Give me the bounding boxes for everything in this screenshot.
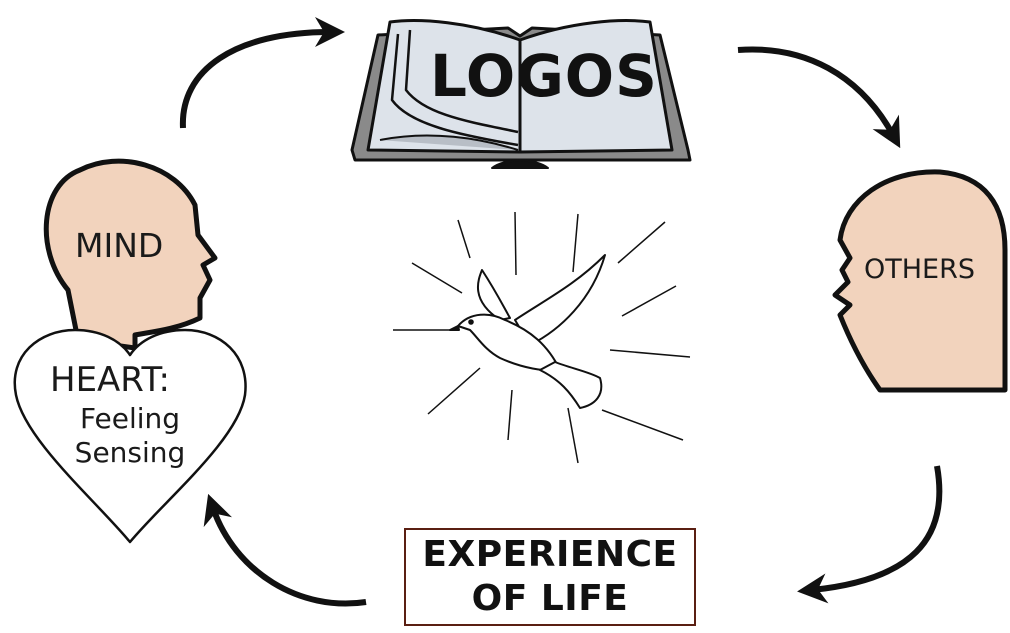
mind-label: MIND — [75, 226, 164, 265]
experience-box: EXPERIENCE OF LIFE — [404, 528, 696, 626]
heart-line-feeling: Feeling — [79, 402, 181, 435]
others-label: OTHERS — [864, 254, 976, 285]
head-icon — [43, 158, 218, 351]
arrow-others-to-experience — [797, 465, 943, 604]
heart-line-sensing: Sensing — [74, 436, 186, 469]
book-icon — [350, 19, 692, 169]
arrow-mind-to-logos — [179, 17, 345, 129]
experience-line1: EXPERIENCE — [422, 534, 678, 575]
dove-rays — [393, 211, 691, 464]
arrow-logos-to-others — [737, 46, 901, 149]
book-title: LOGOS — [430, 42, 658, 110]
heart-title: HEART: — [50, 360, 170, 400]
head-icon — [832, 169, 1008, 393]
heart-icon — [13, 328, 247, 544]
dove-icon — [449, 254, 606, 409]
arrow-experience-to-heart — [203, 493, 367, 607]
experience-line2: OF LIFE — [471, 578, 629, 619]
